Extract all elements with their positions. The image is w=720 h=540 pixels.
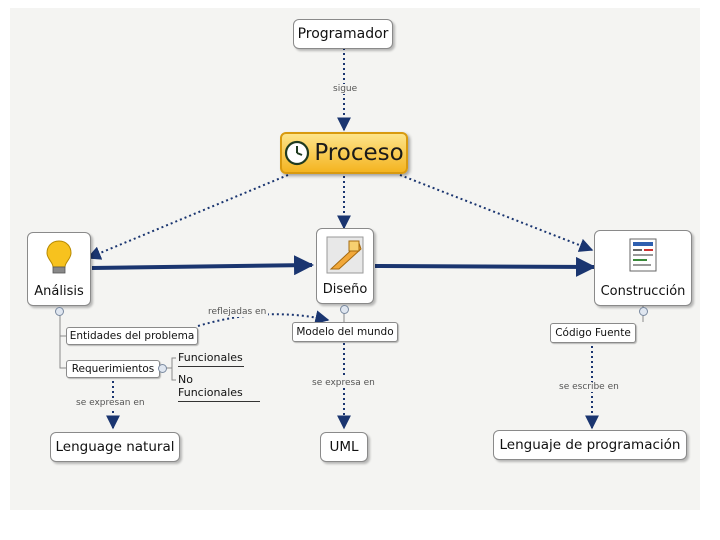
link-label-sigue: sigue: [331, 84, 360, 94]
diseno-toggle[interactable]: [340, 305, 349, 314]
lightbulb-icon: [46, 240, 72, 274]
funcionales-node[interactable]: Funcionales: [178, 351, 244, 367]
link-label-se-escribe-en: se escribe en: [557, 382, 621, 392]
diseno-label: Diseño: [322, 282, 368, 297]
requerimientos-node[interactable]: Requerimientos: [66, 360, 160, 378]
link-proceso-analisis: [86, 174, 289, 260]
drafting-icon: [326, 236, 364, 274]
document-icon: [629, 238, 657, 272]
construccion-label: Construcción: [600, 284, 686, 299]
no-funcionales-node[interactable]: No Funcionales: [178, 373, 260, 402]
entidades-node[interactable]: Entidades del problema: [66, 327, 198, 345]
construccion-toggle[interactable]: [639, 307, 648, 316]
lenguage-natural-node[interactable]: Lenguage natural: [50, 432, 180, 462]
flow-analisis-diseno: [91, 255, 314, 276]
codigo-node[interactable]: Código Fuente: [550, 323, 636, 343]
link-reflejadas: [197, 310, 330, 327]
clock-icon: [285, 140, 310, 166]
programador-node[interactable]: Programador: [293, 19, 393, 49]
proceso-label: Proceso: [314, 140, 404, 166]
lenguaje-programacion-node[interactable]: Lenguaje de programación: [493, 430, 687, 460]
uml-node[interactable]: UML: [320, 432, 368, 462]
analisis-toggle[interactable]: [55, 307, 64, 316]
construccion-node[interactable]: Construcción: [594, 230, 692, 306]
analisis-label: Análisis: [34, 284, 84, 299]
link-proceso-construccion: [399, 174, 594, 252]
analisis-node[interactable]: Análisis: [27, 232, 91, 306]
modelo-node[interactable]: Modelo del mundo: [292, 322, 398, 342]
tree-analisis-requerimientos: [59, 312, 68, 369]
link-label-se-expresa-en: se expresa en: [310, 378, 377, 388]
proceso-node[interactable]: Proceso: [280, 132, 408, 174]
requerimientos-toggle[interactable]: [158, 364, 167, 373]
diseno-node[interactable]: Diseño: [316, 228, 374, 304]
link-label-se-expresan-en: se expresan en: [74, 398, 147, 408]
link-label-reflejadas-en: reflejadas en: [206, 307, 269, 317]
tree-requerimientos-tipos: [166, 357, 176, 381]
flow-diseno-construccion: [374, 256, 596, 277]
